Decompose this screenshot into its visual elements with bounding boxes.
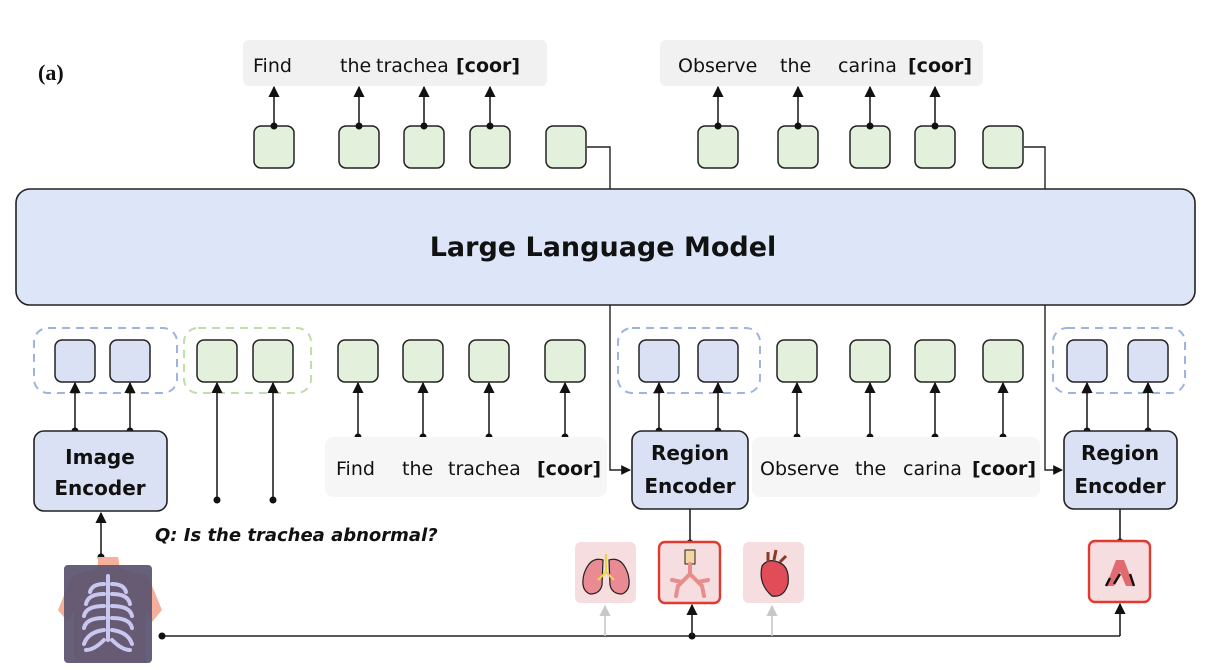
text-token (252, 339, 294, 383)
input-word-coor: [coor] (972, 458, 1036, 480)
output-text-box-1: Find the trachea [coor] (243, 40, 547, 86)
visual-token (54, 339, 96, 383)
heart-icon (760, 549, 789, 597)
lungs-icon (582, 554, 630, 595)
text-token (982, 339, 1024, 383)
output-token (982, 125, 1024, 169)
output-token (253, 125, 295, 169)
input-word-the: the (402, 458, 433, 480)
llm-label: Large Language Model (430, 232, 777, 263)
text-token (776, 339, 818, 383)
input-word-trachea: trachea (448, 458, 521, 480)
connector-dot (486, 122, 494, 130)
text-token (337, 339, 379, 383)
region-encoder-1-label-line1: Region (651, 441, 729, 465)
carina-icon (1104, 560, 1136, 587)
region-trachea (657, 540, 722, 605)
image-encoder-label-line2: Encoder (54, 476, 145, 500)
connector-dot (714, 122, 722, 130)
text-token (196, 339, 238, 383)
output-token (697, 125, 739, 169)
connector-dot (270, 122, 278, 130)
input-word-observe: Observe (760, 458, 839, 480)
output-word-carina: carina (838, 55, 897, 77)
question-text: Q: Is the trachea abnormal? (155, 525, 438, 546)
output-word-the: the (780, 55, 811, 77)
chest-xray-icon (58, 557, 162, 663)
output-word-trachea: trachea (376, 55, 449, 77)
image-encoder: Image Encoder (33, 430, 168, 512)
input-text-box-1: Find the trachea [coor] (325, 437, 607, 497)
input-word-find: Find (336, 458, 375, 480)
token-groups (33, 327, 1186, 394)
output-text-box-2: Observe the carina [coor] (660, 40, 983, 86)
input-word-carina: carina (903, 458, 962, 480)
text-token (849, 339, 891, 383)
trachea-icon (670, 549, 710, 598)
output-word-coor: [coor] (908, 55, 972, 77)
image-encoder-label-line1: Image (65, 445, 135, 469)
visual-token (1127, 339, 1169, 383)
input-tokens (54, 339, 1169, 504)
text-token (914, 339, 956, 383)
visual-token (109, 339, 151, 383)
region-token-group-1 (617, 327, 761, 394)
connector-dot (213, 496, 221, 504)
visual-token (1066, 339, 1108, 383)
connector-dot (794, 122, 802, 130)
region-encoder-1-label-line2: Encoder (644, 474, 735, 498)
region-lungs (575, 542, 636, 603)
image-token-group (33, 327, 178, 394)
output-tokens (253, 85, 1024, 169)
output-token (914, 125, 956, 169)
output-word-the: the (340, 55, 371, 77)
output-token (777, 125, 819, 169)
connector-dot (866, 122, 874, 130)
input-text-box-2: Observe the carina [coor] (752, 437, 1040, 497)
output-token (338, 125, 380, 169)
connector-dot (269, 496, 277, 504)
visual-token (697, 339, 739, 383)
text-token (544, 339, 586, 383)
visual-token (638, 339, 680, 383)
region-encoder-2-label-line2: Encoder (1074, 474, 1165, 498)
region-heart (743, 542, 804, 603)
region-token-group-2 (1052, 327, 1186, 394)
input-word-the: the (855, 458, 886, 480)
connector-dot (355, 122, 363, 130)
text-token (402, 339, 444, 383)
output-word-coor: [coor] (456, 55, 520, 77)
panel-label: (a) (38, 60, 64, 85)
connector-dot (931, 122, 939, 130)
region-encoder-1: Region Encoder (631, 430, 749, 510)
connector-dot (420, 122, 428, 130)
output-token (545, 125, 587, 169)
output-token (403, 125, 445, 169)
large-language-model-block: Large Language Model (15, 188, 1196, 306)
text-token (468, 339, 510, 383)
input-word-coor: [coor] (537, 458, 601, 480)
output-token (469, 125, 511, 169)
question-token-group (183, 327, 312, 394)
region-carina (1087, 539, 1152, 604)
output-token (849, 125, 891, 169)
output-word-observe: Observe (678, 55, 757, 77)
region-encoder-2: Region Encoder (1063, 430, 1178, 510)
feedback-connectors (587, 146, 1063, 475)
region-encoder-2-label-line1: Region (1081, 441, 1159, 465)
output-word-find: Find (253, 55, 292, 77)
